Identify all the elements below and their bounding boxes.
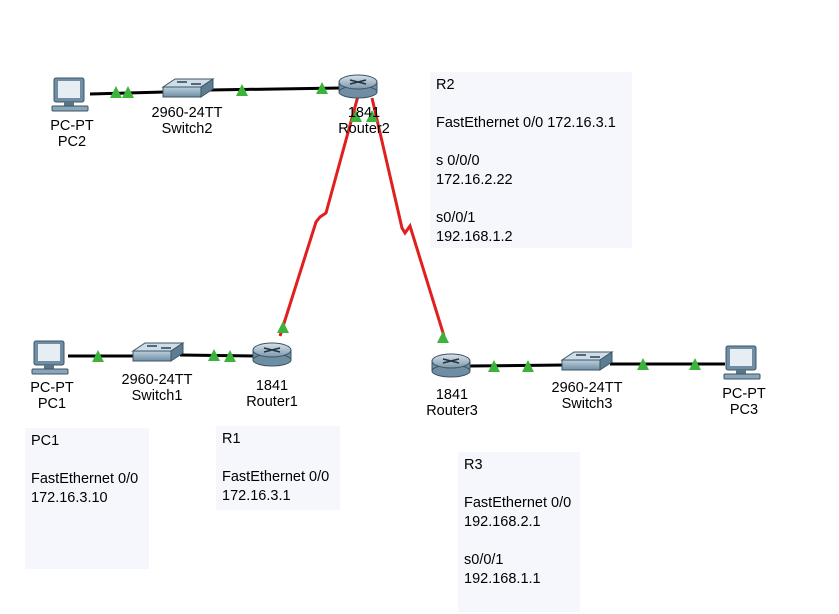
pc1-name: PC1 <box>37 396 67 412</box>
router3-name: Router3 <box>426 403 478 419</box>
pc3-label: PC-PT PC3 <box>716 386 772 418</box>
link-up-indicator <box>350 110 362 122</box>
pc3-icon[interactable] <box>723 345 761 380</box>
note-line: 192.168.1.2 <box>436 229 513 245</box>
router2-type: 1841 <box>347 105 381 121</box>
link-up-indicator <box>224 350 236 362</box>
note-line: R3 <box>464 457 483 473</box>
link-up-indicator <box>522 360 534 372</box>
router2-name: Router2 <box>338 121 390 137</box>
link-router1-router2-serial[interactable] <box>278 95 360 337</box>
router1-type: 1841 <box>255 378 289 394</box>
note-r2[interactable]: R2 FastEthernet 0/0 172.16.3.1 s 0/0/0 1… <box>430 72 632 248</box>
note-line: s0/0/1 <box>464 552 504 568</box>
note-line: R1 <box>222 431 241 447</box>
router3-type: 1841 <box>435 387 469 403</box>
note-line: s 0/0/0 <box>436 153 480 169</box>
link-up-indicator <box>92 350 104 362</box>
router3-icon[interactable] <box>431 353 471 378</box>
note-r1[interactable]: R1 FastEthernet 0/0 172.16.3.1 <box>216 426 340 510</box>
note-line: FastEthernet 0/0 <box>31 471 139 487</box>
switch2-label: 2960-24TT Switch2 <box>144 105 230 137</box>
note-line: R2 <box>436 77 455 93</box>
router2-icon[interactable] <box>338 74 378 99</box>
note-line: 172.16.2.22 <box>436 172 513 188</box>
pc1-type: PC-PT <box>30 380 74 396</box>
note-line <box>464 532 574 551</box>
note-line: 192.168.2.1 <box>464 514 541 530</box>
link-switch1-router1[interactable] <box>179 353 256 358</box>
note-line: s0/0/1 <box>436 210 476 226</box>
link-up-indicator <box>236 84 248 96</box>
note-line: PC1 <box>31 433 60 449</box>
link-up-indicator <box>316 82 328 94</box>
link-up-indicator <box>437 331 449 343</box>
link-router2-router3-serial[interactable] <box>370 97 446 337</box>
link-up-indicator <box>488 360 500 372</box>
switch2-type: 2960-24TT <box>151 105 223 121</box>
switch3-icon[interactable] <box>560 351 614 371</box>
router1-label: 1841 Router1 <box>240 378 304 410</box>
switch1-type: 2960-24TT <box>121 372 193 388</box>
switch1-label: 2960-24TT Switch1 <box>114 372 200 404</box>
pc2-type: PC-PT <box>50 118 94 134</box>
switch2-name: Switch2 <box>161 121 213 137</box>
switch3-name: Switch3 <box>561 396 613 412</box>
router3-label: 1841 Router3 <box>420 387 484 419</box>
router1-icon[interactable] <box>252 342 292 367</box>
note-line: 192.168.1.1 <box>464 571 541 587</box>
note-line: FastEthernet 0/0 <box>464 495 572 511</box>
router2-label: 1841 Router2 <box>332 105 396 137</box>
switch2-icon[interactable] <box>161 78 215 98</box>
note-line <box>436 95 626 114</box>
pc1-icon[interactable] <box>31 340 69 375</box>
pc1-label: PC-PT PC1 <box>24 380 80 412</box>
note-line: FastEthernet 0/0 <box>222 469 330 485</box>
link-up-indicator <box>208 349 220 361</box>
pc2-icon[interactable] <box>51 77 89 112</box>
note-line: FastEthernet 0/0 172.16.3.1 <box>436 115 616 131</box>
note-r3[interactable]: R3 FastEthernet 0/0 192.168.2.1 s0/0/1 1… <box>458 452 580 612</box>
pc2-label: PC-PT PC2 <box>44 118 100 150</box>
note-line <box>31 451 143 470</box>
switch1-icon[interactable] <box>131 342 185 362</box>
link-router3-switch3[interactable] <box>469 363 566 368</box>
link-up-indicator <box>122 86 134 98</box>
link-up-indicator <box>110 86 122 98</box>
link-up-indicator <box>689 358 701 370</box>
switch3-label: 2960-24TT Switch3 <box>544 380 630 412</box>
note-pc1[interactable]: PC1 FastEthernet 0/0 172.16.3.10 <box>25 428 149 569</box>
note-line: 172.16.3.1 <box>222 488 291 504</box>
switch1-name: Switch1 <box>131 388 183 404</box>
link-up-indicator <box>277 321 289 333</box>
link-up-indicator <box>637 358 649 370</box>
pc3-type: PC-PT <box>722 386 766 402</box>
note-line <box>436 190 626 209</box>
link-status-indicators <box>92 82 701 372</box>
link-up-indicator <box>366 110 378 122</box>
switch3-type: 2960-24TT <box>551 380 623 396</box>
pc3-name: PC3 <box>729 402 759 418</box>
note-line <box>436 133 626 152</box>
pc2-name: PC2 <box>57 134 87 150</box>
link-switch2-router2[interactable] <box>209 86 341 92</box>
note-line <box>464 475 574 494</box>
note-line: 172.16.3.10 <box>31 490 108 506</box>
router1-name: Router1 <box>246 394 298 410</box>
note-line <box>222 449 334 468</box>
